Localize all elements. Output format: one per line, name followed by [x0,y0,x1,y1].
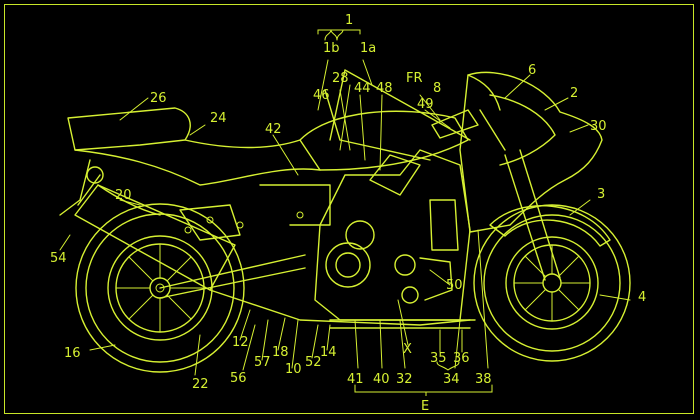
label-30: 30 [590,119,607,134]
label-22: 22 [192,377,209,392]
label-1: 1 [345,13,353,28]
label-1b: 1b [323,41,340,56]
label-E: E [421,399,429,414]
label-54: 54 [50,251,67,266]
label-52: 52 [305,355,322,370]
fuel-tank [299,110,469,171]
label-24: 24 [210,111,227,126]
label-X: X [403,342,412,357]
front-fork [479,109,611,281]
label-32: 32 [396,372,413,387]
label-2: 2 [570,86,578,101]
label-6: 6 [528,63,536,78]
front-fairing [431,71,603,233]
leader-lines [59,29,631,396]
label-10: 10 [285,362,302,377]
label-44: 44 [354,81,371,96]
label-56: 56 [230,371,247,386]
label-46: 46 [313,88,330,103]
label-4: 4 [638,290,646,305]
engine [314,149,476,329]
label-49: 49 [417,97,434,112]
label-26: 26 [150,91,167,106]
label-1a: 1a [360,41,376,56]
front-wheel [473,204,631,362]
reference-labels: 1 1b 1a 26 6 2 30 28 46 44 48 FR 8 49 24… [50,13,646,414]
label-8: 8 [433,81,441,96]
seat-and-tail [59,107,321,216]
label-50: 50 [446,278,463,293]
label-41: 41 [347,372,364,387]
label-35: 35 [430,351,447,366]
label-42: 42 [265,122,282,137]
label-36: 36 [453,351,470,366]
label-18: 18 [272,345,289,360]
label-3: 3 [597,187,605,202]
label-34: 34 [443,372,460,387]
label-14: 14 [320,345,337,360]
label-28: 28 [332,71,349,86]
label-16: 16 [64,346,81,361]
label-FR: FR [406,71,423,86]
label-12: 12 [232,335,249,350]
label-57: 57 [254,355,271,370]
label-40: 40 [373,372,390,387]
drawing-border [4,4,694,414]
rear-wheel [75,203,245,373]
muffler [74,184,471,326]
label-20: 20 [115,188,132,203]
label-38: 38 [475,372,492,387]
label-48: 48 [376,81,393,96]
